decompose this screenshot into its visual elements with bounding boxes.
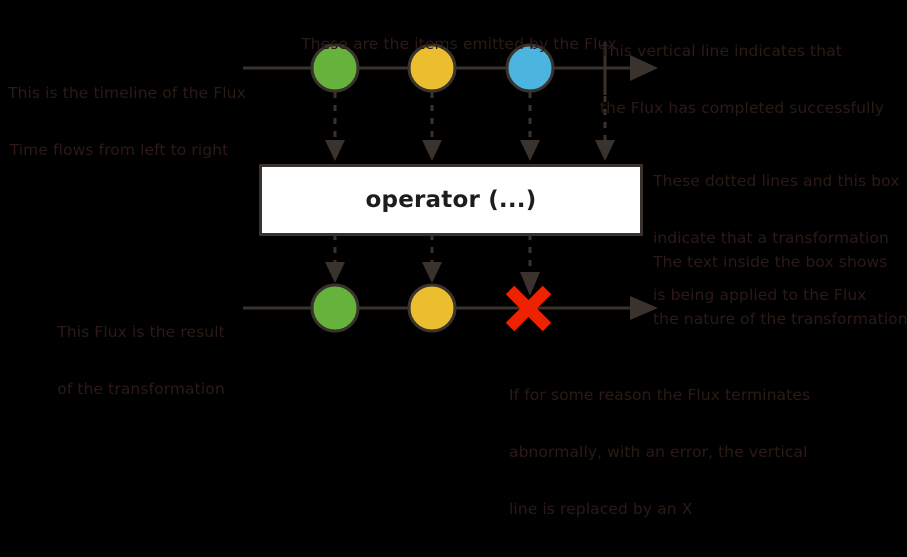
dotted-arrow-out-of-operator-1 xyxy=(325,234,345,283)
annotation-error-termination: If for some reason the Flux terminates a… xyxy=(509,348,899,557)
source-marbles-group xyxy=(310,43,555,93)
dotted-arrow-into-operator-2 xyxy=(422,92,442,161)
arrowhead-down-icon xyxy=(520,140,540,161)
annotation-result-flux: This Flux is the result of the transform… xyxy=(55,285,227,437)
marble-diagram-graphics xyxy=(243,42,658,333)
arrowhead-down-icon xyxy=(325,140,345,161)
arrowhead-down-icon xyxy=(422,262,442,283)
dotted-arrow-into-operator-3 xyxy=(520,92,540,161)
marble-yellow-result xyxy=(407,283,457,333)
annotation-timeline-line1: This is the timeline of the Flux xyxy=(8,84,246,102)
annotation-result-flux-line2: of the transformation xyxy=(57,380,225,398)
result-marbles-group xyxy=(310,283,457,333)
dotted-arrow-out-of-operator-2 xyxy=(422,234,442,283)
annotation-box-text-line2: the nature of the transformation xyxy=(653,310,907,328)
annotation-transformation-line3: is being applied to the Flux xyxy=(653,286,867,304)
marble-green-result xyxy=(310,283,360,333)
dotted-arrow-into-operator-1 xyxy=(325,92,345,161)
annotation-emitted-items: These are the items emitted by the Flux xyxy=(281,16,616,73)
annotation-transformation: These dotted lines and this box indicate… xyxy=(653,134,903,343)
result-timeline-arrowhead xyxy=(630,296,658,320)
annotation-box-text: The text inside the box shows the nature… xyxy=(653,215,907,367)
operator-box: operator (...) xyxy=(259,164,643,236)
operator-label: operator (...) xyxy=(365,187,537,213)
dotted-arrow-out-of-operator-3 xyxy=(520,234,540,296)
annotation-error-termination-line3: line is replaced by an X xyxy=(509,500,693,518)
marble-yellow-source xyxy=(407,43,457,93)
marble-diagram-canvas: operator (...) These are the items emitt… xyxy=(8,4,907,518)
marble-green-source xyxy=(310,43,360,93)
annotation-completion-line1: This vertical line indicates that xyxy=(600,42,842,60)
annotation-completion: This vertical line indicates that the Fl… xyxy=(600,4,900,156)
annotation-transformation-line2: indicate that a transformation xyxy=(653,229,889,247)
arrowhead-down-icon xyxy=(325,262,345,283)
arrows-into-operator-group xyxy=(325,92,615,161)
source-timeline-arrowhead xyxy=(630,55,658,81)
dotted-arrow-into-operator-4 xyxy=(595,96,615,161)
annotation-timeline-line2: Time flows from left to right xyxy=(9,141,229,159)
annotation-timeline: This is the timeline of the Flux Time fl… xyxy=(8,46,246,198)
arrows-out-of-operator-group xyxy=(325,234,540,296)
annotation-transformation-line1: These dotted lines and this box xyxy=(653,172,900,190)
arrowhead-down-icon xyxy=(595,140,615,161)
annotation-completion-line2: the Flux has completed successfully xyxy=(600,99,885,117)
annotation-error-termination-line2: abnormally, with an error, the vertical xyxy=(509,443,808,461)
marble-blue-source xyxy=(505,43,555,93)
arrowhead-down-icon xyxy=(520,272,540,296)
annotation-error-termination-line1: If for some reason the Flux terminates xyxy=(509,386,811,404)
annotation-result-flux-line1: This Flux is the result xyxy=(57,323,225,341)
error-x-icon xyxy=(505,285,552,332)
annotation-box-text-line1: The text inside the box shows xyxy=(653,253,888,271)
arrowhead-down-icon xyxy=(422,140,442,161)
annotation-emitted-items-line1: These are the items emitted by the Flux xyxy=(301,35,617,53)
